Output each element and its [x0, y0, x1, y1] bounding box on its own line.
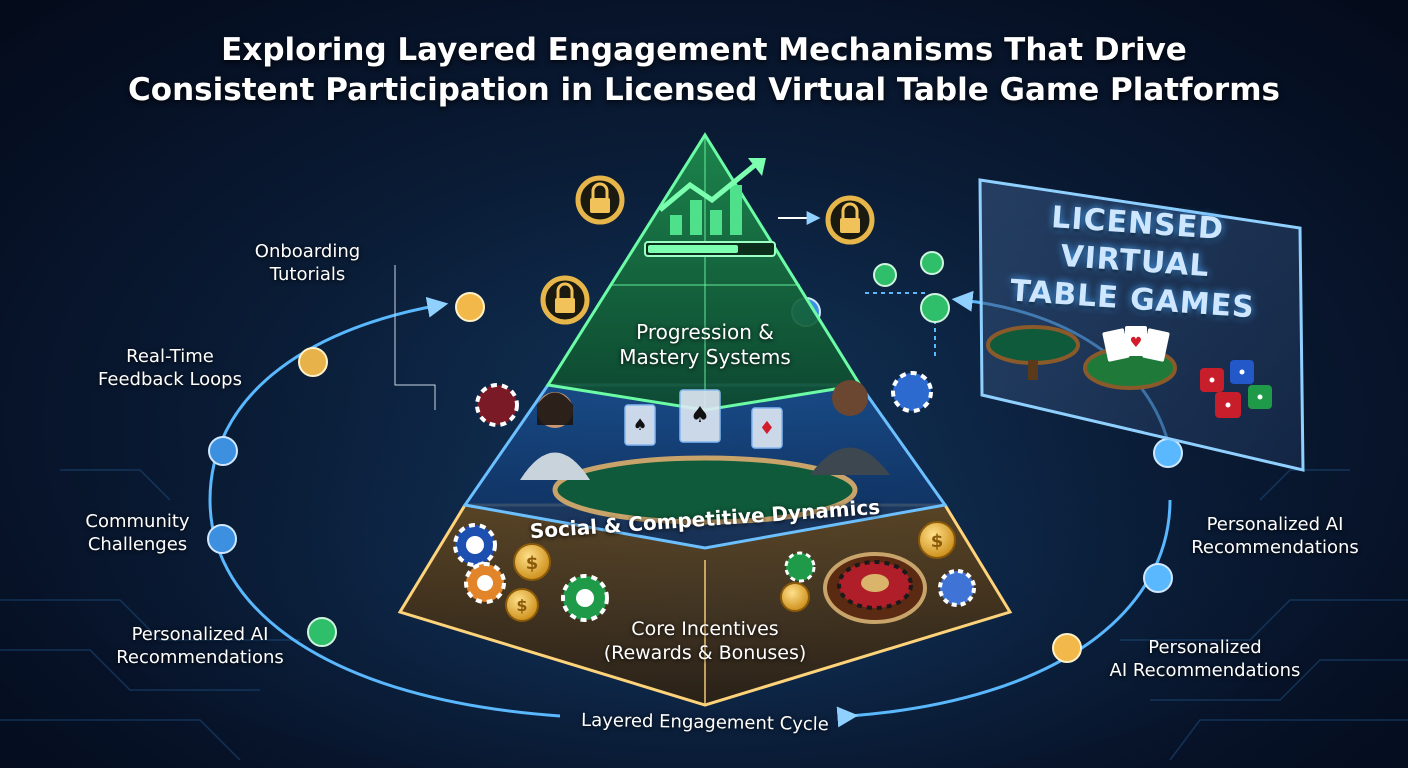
cycle-label-community: Community Challenges: [65, 510, 210, 556]
cycle-label-ai-left: Personalized AI Recommendations: [95, 623, 305, 669]
node-icon: [1053, 634, 1081, 662]
casino-chip-icon: [786, 553, 814, 581]
node-icon: [308, 618, 336, 646]
lock-badge-icon: [828, 198, 872, 242]
cycle-label-ai-right-lower-line-1: Personalized: [1085, 636, 1325, 659]
node-icon: [1154, 439, 1182, 467]
node-icon: [921, 252, 943, 274]
casino-chip-icon: [563, 576, 607, 620]
top-layer-label: Progression & Mastery Systems: [590, 320, 820, 370]
base-layer-label-line-1: Core Incentives: [590, 617, 820, 641]
cycle-label-ai-right-lower-line-2: AI Recommendations: [1085, 659, 1325, 682]
casino-chip-icon: [893, 373, 931, 411]
casino-chip-icon: [940, 571, 974, 605]
svg-text:♥: ♥: [1130, 335, 1143, 351]
progress-bar-icon: [645, 242, 775, 256]
cycle-label-feedback-line-1: Real-Time: [80, 345, 260, 368]
base-layer-label: Core Incentives (Rewards & Bonuses): [590, 617, 820, 665]
cycle-label-onboarding-line-1: Onboarding: [225, 240, 390, 263]
svg-text:$: $: [516, 596, 527, 615]
node-icon: [921, 294, 949, 322]
node-icon: [874, 264, 896, 286]
node-icon: [456, 293, 484, 321]
cycle-label-feedback: Real-Time Feedback Loops: [80, 345, 260, 391]
svg-text:$: $: [526, 553, 539, 574]
node-icon: [299, 348, 327, 376]
node-icon: [208, 525, 236, 553]
cycle-label-ai-left-line-1: Personalized AI: [95, 623, 305, 646]
cycle-label-ai-right-upper-line-2: Recommendations: [1170, 536, 1380, 559]
node-icon: [1144, 564, 1172, 592]
svg-text:♠: ♠: [690, 403, 710, 428]
cycle-label-onboarding: Onboarding Tutorials: [225, 240, 390, 286]
cycle-label-community-line-2: Challenges: [65, 533, 210, 556]
cycle-label-ai-left-line-2: Recommendations: [95, 646, 305, 669]
node-icon: [209, 437, 237, 465]
gold-coin-icon: $: [506, 589, 538, 621]
cycle-label-ai-right-lower: Personalized AI Recommendations: [1085, 636, 1325, 682]
gold-coin-icon: $: [514, 544, 550, 580]
top-layer-label-line-2: Mastery Systems: [590, 345, 820, 370]
casino-chip-icon: [477, 385, 517, 425]
svg-text:$: $: [931, 531, 944, 552]
cycle-label-ai-right-upper-line-1: Personalized AI: [1170, 513, 1380, 536]
cycle-label-ai-right-upper: Personalized AI Recommendations: [1170, 513, 1380, 559]
svg-text:♦: ♦: [759, 418, 775, 439]
casino-chip-icon: [455, 525, 495, 565]
lock-badge-icon: [543, 278, 587, 322]
lock-badge-icon: [578, 178, 622, 222]
gold-coin-icon: $: [919, 522, 955, 558]
panel-title: LICENSED VIRTUAL TABLE GAMES: [981, 195, 1288, 330]
casino-chip-icon: [466, 564, 504, 602]
top-layer-label-line-1: Progression &: [590, 320, 820, 345]
gold-coin-icon: [781, 583, 809, 611]
base-layer-label-line-2: (Rewards & Bonuses): [590, 641, 820, 665]
svg-text:♠: ♠: [633, 415, 647, 434]
roulette-wheel-icon: [825, 554, 925, 622]
cycle-label-feedback-line-2: Feedback Loops: [80, 368, 260, 391]
cycle-label-community-line-1: Community: [65, 510, 210, 533]
cycle-label-onboarding-line-2: Tutorials: [225, 263, 390, 286]
